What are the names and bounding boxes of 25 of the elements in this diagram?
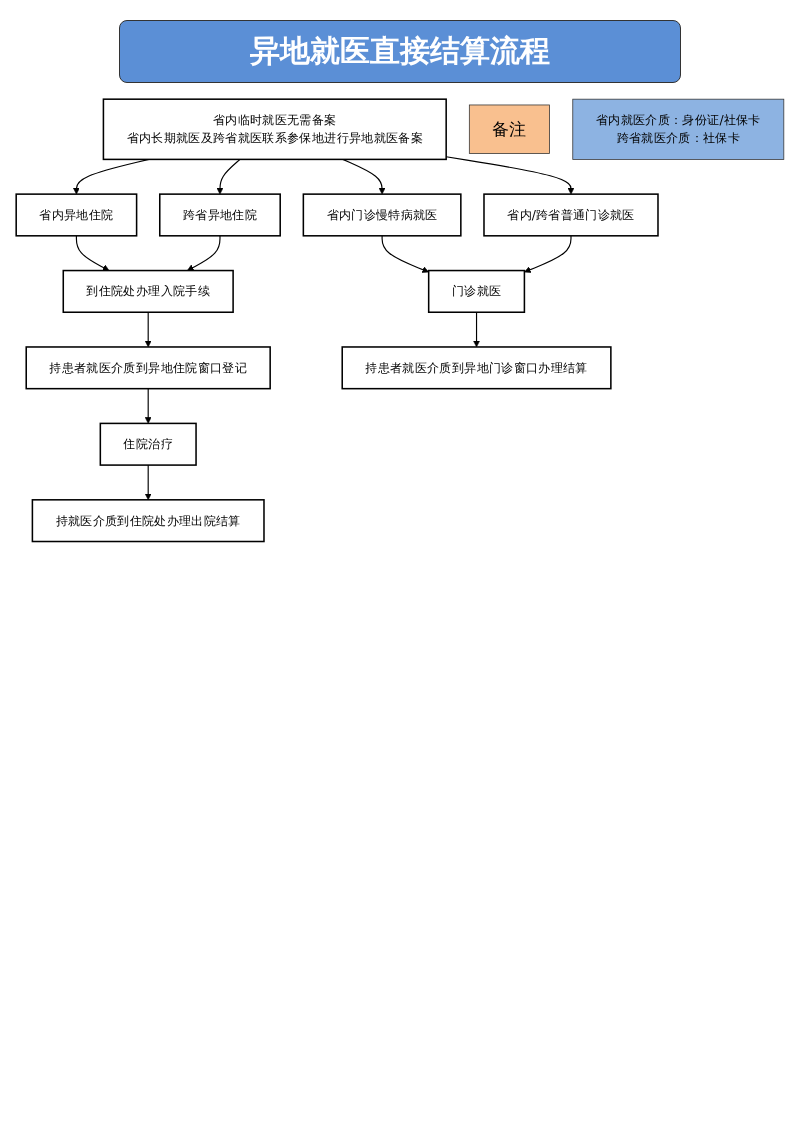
node-box: 门诊就医 <box>427 269 526 313</box>
node-box: 省内异地住院 <box>15 193 138 237</box>
node-box: 备注 <box>468 104 550 154</box>
node-box: 省内/跨省普通门诊就医 <box>483 193 659 237</box>
node-box: 省内就医介质：身份证/社保卡 跨省就医介质：社保卡 <box>572 98 785 160</box>
title-banner: 异地就医直接结算流程 <box>119 20 681 83</box>
arrow <box>381 235 429 273</box>
arrow <box>144 311 152 348</box>
node-box: 持就医介质到住院处办理出院结算 <box>31 499 265 543</box>
node-box: 跨省异地住院 <box>159 193 281 237</box>
arrow <box>144 464 152 501</box>
arrow <box>216 158 241 195</box>
arrow <box>75 235 110 271</box>
arrow <box>342 158 386 195</box>
arrow <box>524 235 572 273</box>
arrow <box>187 235 221 271</box>
arrow <box>144 388 152 424</box>
arrow <box>445 156 575 195</box>
node-box: 到住院处办理入院手续 <box>62 269 234 313</box>
node-box: 持患者就医介质到异地门诊窗口办理结算 <box>341 346 612 390</box>
node-box: 省内临时就医无需备案 省内长期就医及跨省就医联系参保地进行异地就医备案 <box>102 98 447 161</box>
node-box: 住院治疗 <box>99 422 197 466</box>
node-box: 持患者就医介质到异地住院窗口登记 <box>25 346 271 390</box>
arrow <box>473 311 480 348</box>
node-box: 省内门诊慢特病就医 <box>302 193 462 237</box>
